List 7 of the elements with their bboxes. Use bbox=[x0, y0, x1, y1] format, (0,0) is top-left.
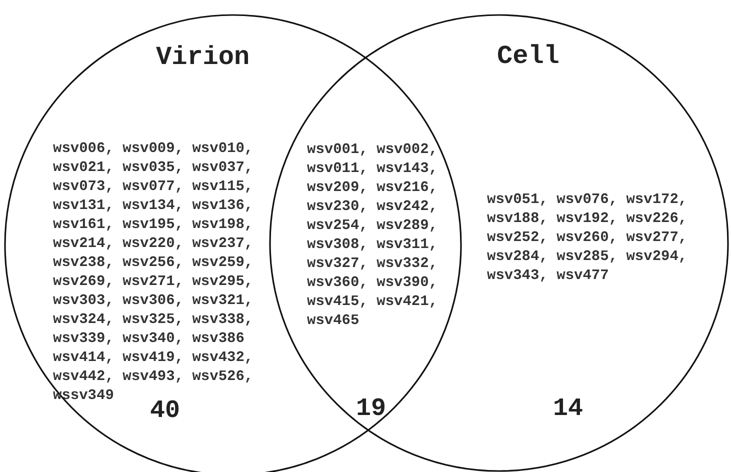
gene-list: wsv001, wsv002, wsv011, wsv143, wsv209, wsv216, wsv230, wsv242, wsv254, wsv289, wsv308, wsv311, wsv327, wsv332, wsv360, wsv390, wsv415, wsv421, wsv465 bbox=[307, 141, 453, 331]
count-label: 19 bbox=[356, 394, 388, 424]
gene-list: wsv051, wsv076, wsv172, wsv188, wsv192, wsv226, wsv252, wsv260, wsv277, wsv284, wsv285, wsv294, wsv343, wsv477 bbox=[487, 191, 707, 286]
set-title: Virion bbox=[156, 42, 251, 72]
count-label: 14 bbox=[553, 394, 584, 424]
set-title: Cell bbox=[497, 41, 560, 71]
set-ellipse bbox=[269, 14, 729, 472]
